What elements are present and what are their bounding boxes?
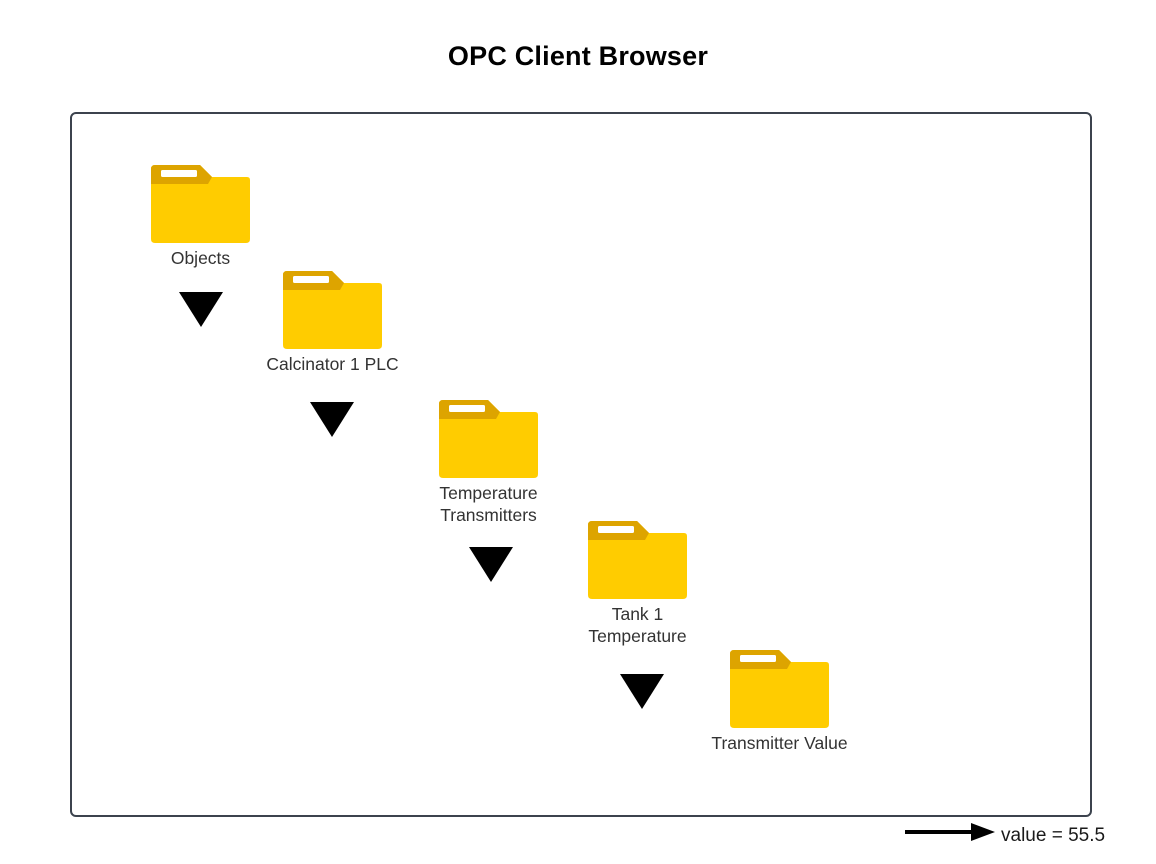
folder-icon [148, 159, 253, 246]
tree-node-label: Objects [170, 248, 231, 268]
folder-icon [727, 644, 832, 731]
tree-node-calcinator-1-plc[interactable]: Calcinator 1 PLC [266, 265, 399, 374]
triangle-down-icon [620, 674, 664, 709]
folder-icon [436, 394, 541, 481]
tree-node-tank-1-temperature[interactable]: Tank 1 Temperature [585, 515, 690, 646]
arrow-right-icon [905, 820, 997, 844]
tree-node-label: Transmitter Value [711, 733, 848, 753]
folder-icon [585, 515, 690, 602]
tree-node-label: Tank 1 Temperature [588, 604, 687, 646]
triangle-down-icon [310, 402, 354, 437]
opc-browser-panel: Objects Calcinator 1 PLC Temperature Tra… [70, 112, 1105, 846]
tree-node-temperature-transmitters[interactable]: Temperature Transmitters [436, 394, 541, 525]
tree-node-objects[interactable]: Objects [148, 159, 253, 268]
folder-icon [280, 265, 385, 352]
triangle-down-icon [469, 547, 513, 582]
tree-node-transmitter-value[interactable]: Transmitter Value [711, 644, 848, 753]
value-readout: value = 55.5 [1001, 825, 1106, 846]
triangle-down-icon [179, 292, 223, 327]
tree-node-label: Calcinator 1 PLC [266, 354, 399, 374]
page-title: OPC Client Browser [447, 41, 709, 71]
tree-node-label: Temperature Transmitters [439, 483, 538, 525]
